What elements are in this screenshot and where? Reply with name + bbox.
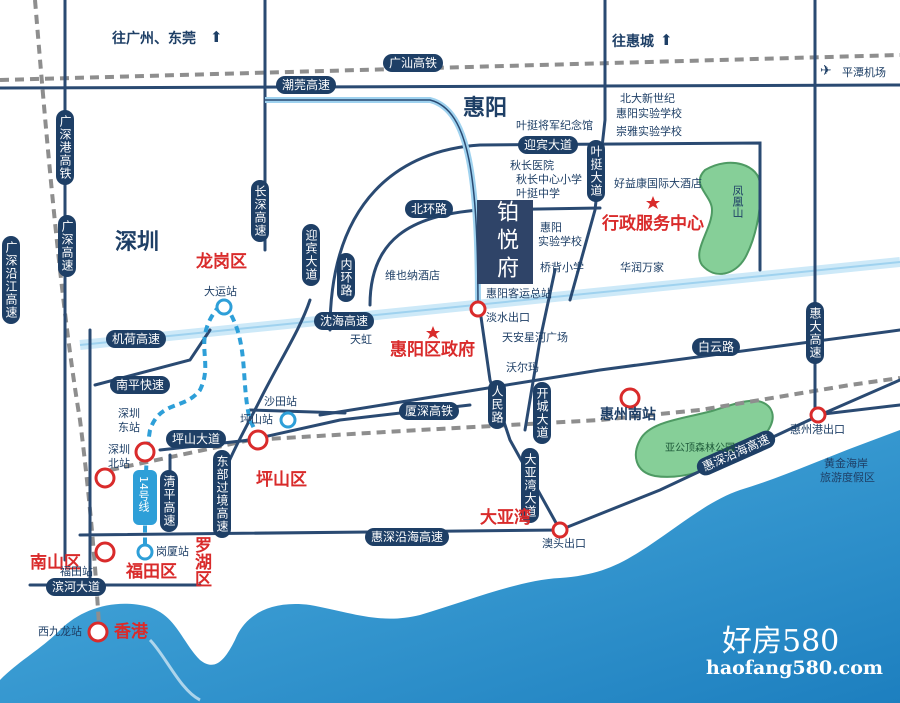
poi-qiuchang-primary: 秋长中心小学: [516, 173, 582, 186]
road-binhe: 滨河大道: [46, 578, 107, 596]
poi-tianhong: 天虹: [350, 333, 372, 346]
watermark-url: haofang580.com: [706, 657, 884, 679]
poi-dingding-park: 亚公顶森林公园: [665, 443, 735, 454]
district-nanshan: 南山区: [30, 553, 81, 573]
fenghuang-park: [698, 161, 762, 275]
direction-guangzhou: 往广州、东莞: [112, 31, 196, 47]
poi-shatian-station: 沙田站: [264, 395, 297, 408]
poi-tianan: 天安星河广场: [502, 331, 568, 344]
poi-shenzhen-north-2: 北站: [108, 457, 130, 470]
road-shenshan: 沈海高速: [314, 312, 375, 330]
road-huida: 惠大高速: [806, 302, 824, 364]
station-markers: [87, 298, 827, 643]
poi-bus-station: 惠阳客运总站: [486, 287, 552, 300]
poi-qiaobei: 桥背小学: [540, 261, 584, 274]
poi-huizhou-port-exit: 惠州港出口: [790, 423, 845, 436]
poi-huizhou-south: 惠州南站: [600, 407, 656, 423]
district-longgang: 龙岗区: [196, 252, 247, 272]
watermark-cn: 好房580: [722, 624, 840, 659]
road-yeting: 叶挺大道: [587, 140, 605, 202]
road-yingbin: 迎宾大道: [518, 136, 579, 154]
poi-huarun: 华润万家: [620, 261, 664, 274]
poi-beida-school: 北大新世纪: [620, 92, 675, 105]
poi-pingtan-airport: 平潭机场: [842, 66, 886, 79]
poi-pingshan-station: 坪山站: [240, 413, 273, 426]
poi-west-kowloon: 西九龙站: [38, 625, 82, 638]
road-nanping: 南平快速: [110, 376, 171, 394]
poi-huiyang-school: 惠阳: [540, 221, 562, 234]
city-shenzhen: 深圳: [115, 230, 160, 255]
poi-fenghuang: 凤凰山: [731, 185, 744, 218]
road-yingbin-v: 迎宾大道: [302, 224, 320, 286]
city-huiyang: 惠阳: [463, 96, 508, 121]
poi-chongya: 崇雅实验学校: [616, 125, 682, 138]
poi-danshui-exit: 淡水出口: [486, 311, 530, 324]
road-huishen-coast: 惠深沿海高速: [365, 528, 450, 546]
district-dayawan: 大亚湾: [480, 508, 531, 528]
poi-haoyikang: 好益康国际大酒店: [614, 177, 702, 190]
road-chaowan: 潮莞高速: [276, 76, 337, 94]
road-guangshen-hw: 广深高速: [58, 215, 76, 277]
road-neihuan: 内环路: [337, 253, 355, 302]
road-jihe: 机荷高速: [106, 330, 167, 348]
district-luohu: 罗湖区: [191, 536, 211, 587]
poi-weiyena: 维也纳酒店: [385, 269, 440, 282]
road-renmin: 人民路: [488, 380, 506, 429]
road-xiashen: 厦深高铁: [399, 402, 460, 420]
poi-beida-school-2: 惠阳实验学校: [616, 107, 682, 120]
poi-golden-coast: 黄金海岸: [824, 457, 868, 470]
poi-gangxia-station: 岗厦站: [156, 545, 189, 558]
road-dayawan: 大亚湾大道: [521, 448, 539, 523]
arrow-up-icon-2: ⬆: [660, 31, 673, 49]
poi-huiyang-gov: 惠阳区政府: [390, 340, 475, 360]
road-changshen: 长深高速: [251, 180, 269, 242]
road-beihuan: 北环路: [405, 200, 454, 218]
direction-huicheng: 往惠城: [612, 34, 654, 50]
metro-line14-band: [133, 470, 157, 525]
poi-yeting-middle: 叶挺中学: [516, 187, 560, 200]
poi-golden-coast-2: 旅游度假区: [820, 471, 875, 484]
district-pingshan: 坪山区: [256, 470, 307, 490]
road-guangshen-hsr: 广深港高铁: [56, 110, 74, 185]
poi-shenzhen-east: 深圳: [118, 407, 140, 420]
project-badge: 铂悦府: [477, 200, 533, 284]
poi-shenzhen-east-2: 东站: [118, 421, 140, 434]
poi-dayun-station: 大运站: [204, 285, 237, 298]
road-guangshan: 广汕高铁: [383, 54, 444, 72]
metro-line14-label: 14号线: [137, 476, 150, 512]
shoreline-light: [148, 638, 201, 702]
poi-huiyang-school-2: 实验学校: [538, 235, 582, 248]
red-stars: [426, 196, 660, 339]
poi-aotou-exit: 澳头出口: [542, 537, 586, 550]
road-pingshan-avenue: 坪山大道: [166, 430, 227, 448]
road-guangshen-coast: 广深沿江高速: [2, 236, 20, 324]
road-kaicheng: 开城大道: [533, 382, 551, 444]
district-hongkong: 香港: [114, 622, 148, 642]
poi-qiuchang-hospital: 秋长医院: [510, 159, 554, 172]
district-futian: 福田区: [126, 562, 177, 582]
sea-area: [0, 430, 900, 703]
poi-futian-station: 福田站: [60, 565, 93, 578]
road-dongbu: 东部过境高速: [213, 450, 231, 538]
road-baiyun: 白云路: [692, 338, 741, 356]
road-qingping: 清平高速: [160, 470, 178, 532]
poi-admin-center: 行政服务中心: [602, 214, 704, 234]
poi-yeting-memorial: 叶挺将军纪念馆: [516, 119, 593, 132]
poi-shenzhen-north: 深圳: [108, 443, 130, 456]
arrow-up-icon: ⬆: [210, 28, 223, 46]
poi-walmart: 沃尔玛: [506, 361, 539, 374]
airplane-icon: ✈: [820, 63, 832, 79]
